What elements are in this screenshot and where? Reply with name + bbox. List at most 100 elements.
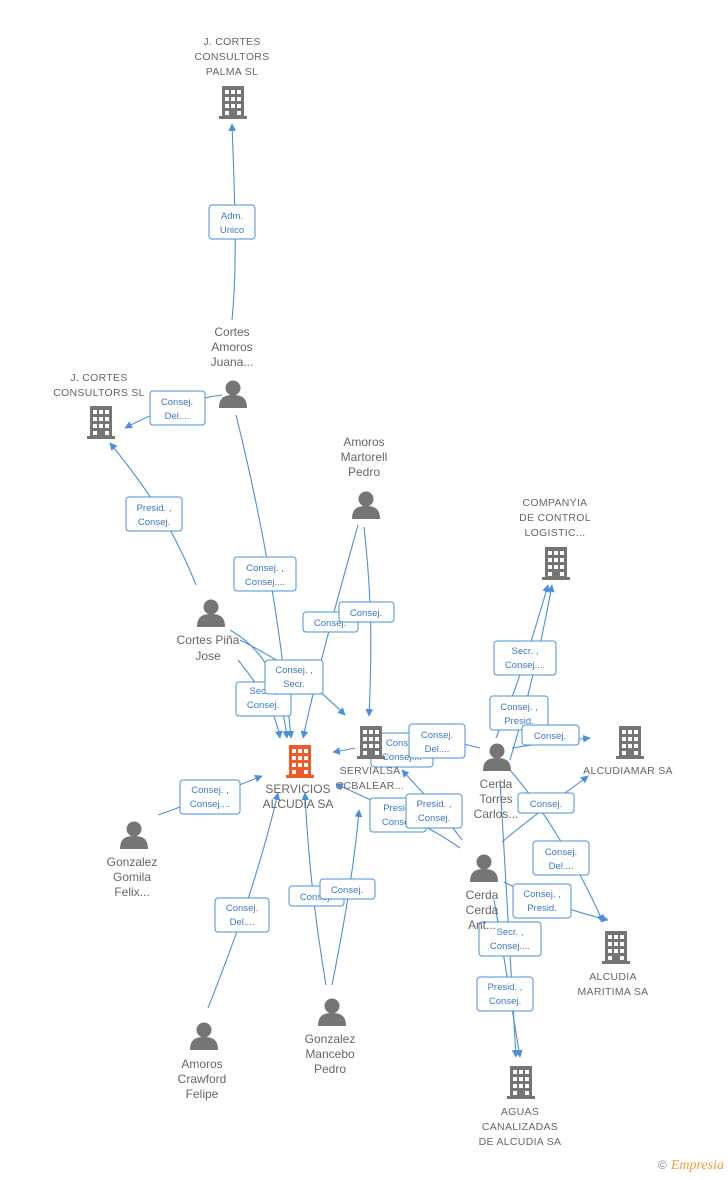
relation-label[interactable]: Consej. , Presid. [489,695,549,731]
node-label: PALMA SL [206,66,258,78]
node-label: SERVICIOS [265,782,330,796]
building-icon [507,1066,535,1099]
node-label: ALCUDIAMAR SA [583,765,673,777]
company-node[interactable]: ALCUDIAMAR SA [583,726,673,777]
building-icon [357,726,385,759]
person-node[interactable]: Cerda Torres Carlos... [474,743,519,822]
relation-text: Consej. [386,738,418,749]
relation-label[interactable]: Presid. , Consej. [476,976,534,1012]
relation-text: Del.... [549,861,574,872]
relation-text: Consej. [350,608,382,619]
building-icon [286,745,314,778]
relation-text: Consej. [331,885,363,896]
relation-label[interactable]: Consej. Del.... [214,897,270,933]
relation-text: Presid. [527,903,557,914]
relation-text: Del.... [230,917,255,928]
node-label: LOGISTIC... [524,527,585,539]
nodes-layer: J. CORTES CONSULTORS PALMA SL J. CORTES … [53,36,673,1148]
relation-text: Consej. [534,731,566,742]
relation-text: Consej. [314,618,346,629]
relation-text: Presid. , [488,982,523,993]
brand-logo: Empresia [670,1158,724,1173]
node-label: Ant... [468,918,496,932]
person-icon [352,491,380,519]
relation-label[interactable]: Presid. , Consej. [405,793,463,829]
relation-text: Consej. [226,903,258,914]
relation-label[interactable]: Consej. Del.... [408,723,466,759]
relation-text: Consej. [161,397,193,408]
relation-label[interactable]: Consej. , Secr. [264,659,324,695]
node-label: SERVIALSA [340,765,401,777]
relation-text: Presid. , [137,503,172,514]
relation-text: Consej.... [490,941,530,952]
node-label: CONSULTORS [195,51,270,63]
main-company-node[interactable]: SERVICIOS ALCUDIA SA [263,745,334,811]
node-label: MARITIMA SA [578,986,649,998]
building-icon [542,547,570,580]
person-icon [219,380,247,408]
relation-label[interactable]: Consej. , Consej.... [179,779,241,815]
relation-text: Secr. , [497,927,524,938]
relation-label[interactable]: Consej. , Presid. [512,883,572,919]
relation-text: Adm. [221,211,243,222]
company-node[interactable]: J. CORTES CONSULTORS SL [53,372,145,439]
relation-label[interactable]: Adm. Unico [208,204,256,240]
node-label: Mancebo [305,1047,355,1061]
relation-label[interactable]: Consej. [521,724,580,746]
node-label: Amoros [343,435,384,449]
relation-text: Consej. , [523,889,561,900]
relation-text: Consej. [421,730,453,741]
relation-label[interactable]: Consej. , Consej.... [233,556,297,592]
relation-text: Consej. [300,892,332,903]
relation-text: Consej.... [382,752,422,763]
node-label: Juana... [211,355,254,369]
company-node[interactable]: AGUAS CANALIZADAS DE ALCUDIA SA [479,1066,562,1148]
node-label: AGUAS [501,1106,539,1118]
company-node[interactable]: SERVIALSA CCBALEAR... [336,726,405,792]
node-label: Cerda [466,888,499,902]
company-node[interactable]: COMPANYIA DE CONTROL LOGISTIC... [519,497,591,580]
relation-text: Consej. [138,517,170,528]
relation-text: Consej. [545,847,577,858]
node-label: J. CORTES [203,36,260,48]
relation-label[interactable]: Consej. [338,601,395,623]
relation-text: Consej. [382,817,414,828]
relation-label[interactable]: Consej. Del.... [149,390,206,426]
node-label: Cortes [214,325,249,339]
relation-label[interactable]: Consej. [319,878,376,900]
node-label: Felix... [114,885,149,899]
person-node[interactable]: Cortes Amoros Juana... [211,325,254,408]
node-label: Crawford [178,1072,227,1086]
relation-text: Del.... [165,411,190,422]
relation-label[interactable]: Secr. , Consej.... [493,640,557,676]
relation-label[interactable]: Consej. Del.... [532,840,590,876]
relation-text: Del.... [425,744,450,755]
footer-brand[interactable]: ©Empresia [658,1158,724,1174]
person-node[interactable]: Amoros Martorell Pedro [341,435,388,519]
person-icon [483,743,511,771]
relation-text: Consej. [489,996,521,1007]
relation-text: Consej.... [245,577,285,588]
person-node[interactable]: Gonzalez Mancebo Pedro [305,998,356,1077]
person-icon [190,1022,218,1050]
person-node[interactable]: Amoros Crawford Felipe [178,1022,227,1102]
relation-label[interactable]: Presid. , Consej. [125,496,183,532]
copyright-symbol: © [658,1158,667,1172]
person-node[interactable]: Gonzalez Gomila Felix... [107,821,158,900]
node-label: CONSULTORS SL [53,387,145,399]
company-node[interactable]: J. CORTES CONSULTORS PALMA SL [195,36,270,119]
node-label: Cortes Piña [177,633,240,647]
relation-text: Presid. [504,716,534,727]
node-label: J. CORTES [70,372,127,384]
relation-label[interactable]: Consej. [517,792,575,814]
person-node[interactable]: Cortes Piña Jose [177,599,240,664]
relation-label[interactable]: Secr. , Consej.... [478,921,542,957]
person-node[interactable]: Cerda Cerda Ant... [466,854,499,933]
company-node[interactable]: ALCUDIA MARITIMA SA [578,931,649,998]
person-icon [470,854,498,882]
node-label: DE CONTROL [519,512,591,524]
relation-text: Consej. , [275,665,313,676]
relations-layer: Adm. Unico Consej. Del.... Presid. , Con… [125,204,590,1012]
relation-text: Secr. [283,679,305,690]
node-label: Gonzalez [107,855,158,869]
